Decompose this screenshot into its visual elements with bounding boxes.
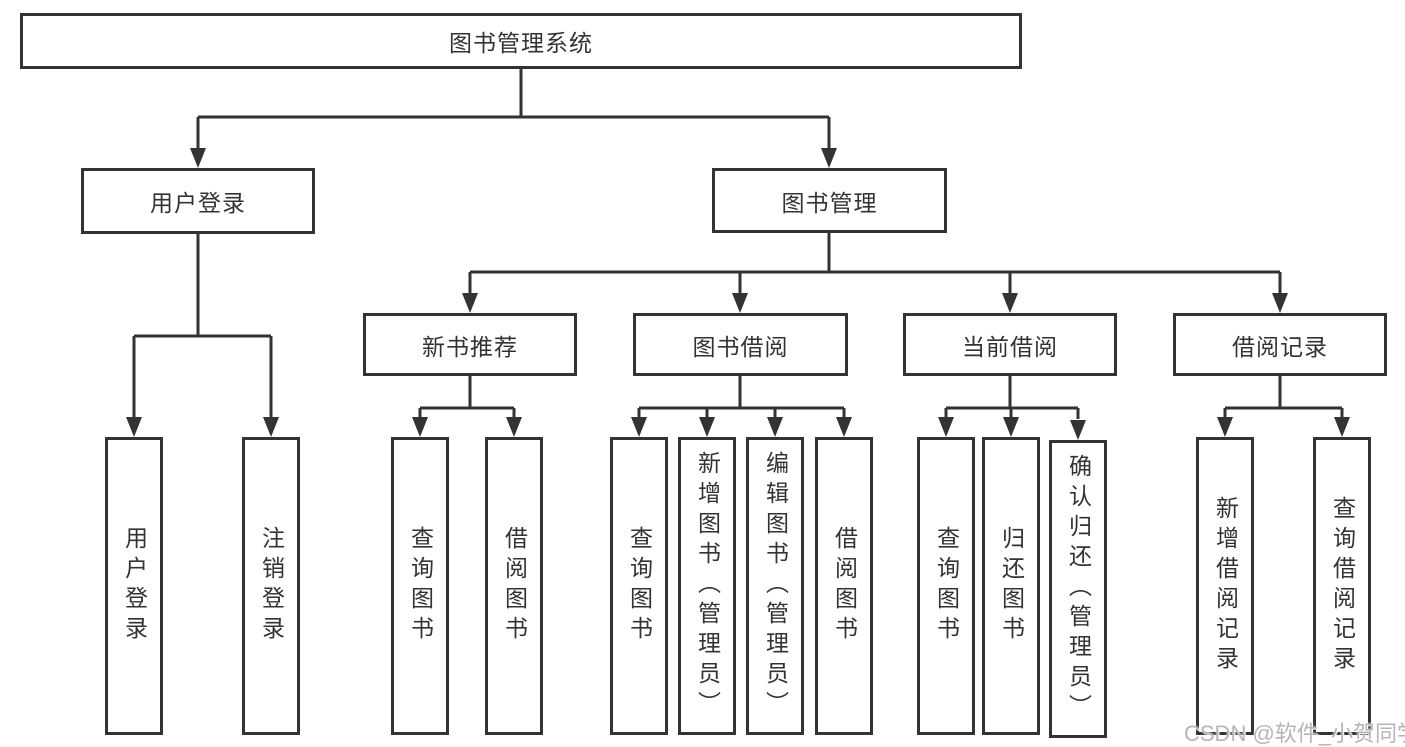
- leaf-record-query: 查询借阅记录: [1313, 437, 1371, 735]
- node-book-management-label: 图书管理: [781, 189, 878, 216]
- node-current-borrow: 当前借阅: [903, 313, 1117, 376]
- node-borrow-records-label: 借阅记录: [1232, 333, 1328, 360]
- leaf-current-query: 查询图书: [917, 437, 975, 735]
- node-book-borrow: 图书借阅: [633, 313, 848, 376]
- leaf-borrow-edit-admin-label: 编辑图书（管理员）: [762, 451, 789, 721]
- leaf-newbook-query: 查询图书: [391, 437, 449, 735]
- leaf-borrow-add-admin-label: 新增图书（管理员）: [694, 451, 721, 721]
- leaf-borrow-add-admin: 新增图书（管理员）: [678, 437, 736, 735]
- leaf-current-return-label: 归还图书: [998, 526, 1025, 646]
- leaf-record-add-label: 新增借阅记录: [1212, 496, 1239, 676]
- node-root: 图书管理系统: [20, 13, 1022, 69]
- csdn-watermark: CSDN @软件_小贺同学: [1184, 721, 1405, 746]
- leaf-newbook-query-label: 查询图书: [407, 526, 434, 646]
- leaf-user-login: 用户登录: [105, 437, 163, 735]
- leaf-current-query-label: 查询图书: [933, 526, 960, 646]
- leaf-borrow-edit-admin: 编辑图书（管理员）: [746, 437, 804, 735]
- leaf-borrow-query: 查询图书: [610, 437, 668, 735]
- node-user-login-label: 用户登录: [150, 190, 246, 216]
- leaf-borrow-book: 借阅图书: [815, 437, 873, 735]
- node-book-borrow-label: 图书借阅: [692, 333, 789, 360]
- leaf-record-add: 新增借阅记录: [1196, 437, 1254, 735]
- leaf-logout: 注销登录: [242, 437, 300, 735]
- leaf-record-query-label: 查询借阅记录: [1329, 496, 1356, 676]
- node-root-label: 图书管理系统: [449, 30, 593, 56]
- node-new-book-recommend: 新书推荐: [363, 313, 577, 376]
- leaf-current-confirm-admin: 确认归还（管理员）: [1049, 440, 1107, 738]
- node-book-management: 图书管理: [712, 168, 947, 233]
- leaf-current-confirm-admin-label: 确认归还（管理员）: [1065, 454, 1092, 724]
- leaf-user-login-label: 用户登录: [121, 526, 148, 646]
- node-new-book-recommend-label: 新书推荐: [422, 333, 518, 360]
- leaf-logout-label: 注销登录: [258, 526, 285, 646]
- node-user-login: 用户登录: [81, 168, 315, 234]
- leaf-current-return: 归还图书: [982, 437, 1040, 735]
- node-current-borrow-label: 当前借阅: [962, 333, 1058, 360]
- leaf-newbook-borrow: 借阅图书: [485, 437, 543, 735]
- leaf-borrow-query-label: 查询图书: [626, 526, 653, 646]
- node-borrow-records: 借阅记录: [1173, 313, 1387, 376]
- arrowheads: [126, 148, 1350, 440]
- leaf-borrow-book-label: 借阅图书: [831, 526, 858, 646]
- leaf-newbook-borrow-label: 借阅图书: [501, 526, 528, 646]
